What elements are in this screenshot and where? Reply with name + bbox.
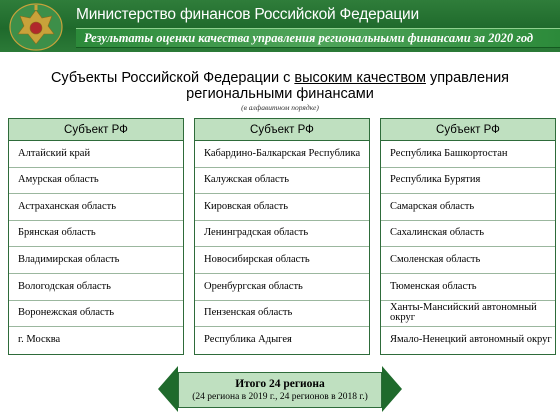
header-banner: Министерство финансов Российской Федерац… [0, 0, 560, 52]
table-row: Амурская область [9, 168, 183, 195]
table-row: Ханты-Мансийский автономный округ [381, 301, 555, 328]
table-row: Кабардино-Балкарская Республика [195, 141, 369, 168]
total-summary: Итого 24 региона (24 региона в 2019 г., … [178, 372, 382, 408]
title-line2: региональными финансами [186, 86, 374, 102]
table-row: г. Москва [18, 334, 61, 346]
regions-column-2: Субъект РФ Кабардино-Балкарская Республи… [194, 118, 370, 355]
table-row: Воронежская область [9, 301, 183, 328]
coat-of-arms-icon [9, 3, 63, 51]
column-header: Субъект РФ [381, 119, 555, 141]
table-row: Ямало-Ненецкий автономный округ [390, 334, 552, 346]
table-row: Оренбургская область [195, 274, 369, 301]
table-row: Вологодская область [9, 274, 183, 301]
table-row: Владимирская область [9, 247, 183, 274]
report-subtitle: Результаты оценки качества управления ре… [84, 31, 534, 45]
arrow-right-icon [382, 366, 402, 412]
subtitle-bar: Результаты оценки качества управления ре… [76, 28, 560, 48]
ministry-title: Министерство финансов Российской Федерац… [76, 6, 419, 23]
table-row: Пензенская область [195, 301, 369, 328]
table-row: Сахалинская область [381, 221, 555, 248]
column-header: Субъект РФ [195, 119, 369, 141]
table-row: Самарская область [381, 194, 555, 221]
page-title: Субъекты Российской Федерации с высоким … [0, 70, 560, 102]
table-row: Калужская область [195, 168, 369, 195]
table-row: Тюменская область [381, 274, 555, 301]
table-row: Республика Башкортостан [381, 141, 555, 168]
title-part2: управления [425, 70, 510, 86]
title-part1: Субъекты Российской Федерации с [50, 70, 295, 86]
total-count: Итого 24 региона [235, 378, 325, 390]
table-row: Республика Адыгея [204, 334, 292, 346]
regions-column-3: Субъект РФ Республика Башкортостан Респу… [380, 118, 556, 355]
regions-column-1: Субъект РФ Алтайский край Амурская облас… [8, 118, 184, 355]
table-row: Смоленская область [381, 247, 555, 274]
title-underlined: высоким качеством [294, 70, 426, 86]
table-row: Новосибирская область [195, 247, 369, 274]
column-header: Субъект РФ [9, 119, 183, 141]
table-row: Кировская область [195, 194, 369, 221]
table-row: Астраханская область [9, 194, 183, 221]
table-row: Ленинградская область [195, 221, 369, 248]
table-row: Республика Бурятия [381, 168, 555, 195]
arrow-left-icon [158, 366, 178, 412]
total-comparison: (24 региона в 2019 г., 24 регионов в 201… [192, 392, 368, 402]
table-row: Алтайский край [9, 141, 183, 168]
table-row: Брянская область [9, 221, 183, 248]
sort-note: (в алфавитном порядке) [241, 103, 319, 112]
